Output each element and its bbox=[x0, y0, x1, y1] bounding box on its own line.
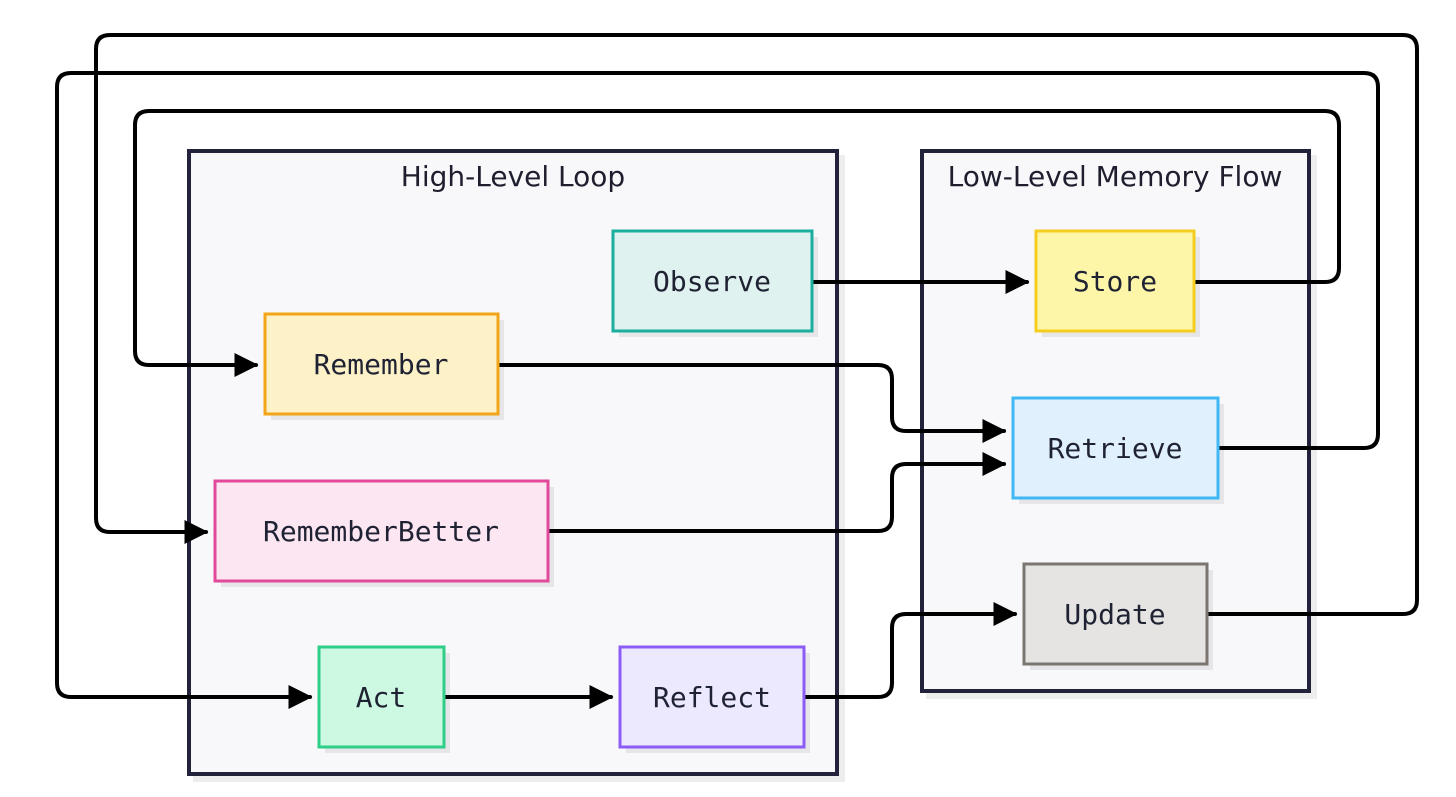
node-rememberbetter[interactable]: RememberBetter bbox=[213, 479, 550, 583]
node-store-box bbox=[1036, 231, 1194, 331]
node-store-border bbox=[1034, 229, 1196, 333]
node-observe-box bbox=[613, 231, 812, 331]
node-store[interactable]: Store bbox=[1034, 229, 1196, 333]
node-remember-border bbox=[263, 312, 500, 416]
node-rememberbetter-box bbox=[215, 481, 548, 581]
node-act-border bbox=[317, 645, 446, 749]
node-update-label: Update bbox=[1064, 598, 1165, 631]
node-observe-border bbox=[611, 229, 814, 333]
edge-store-remember bbox=[133, 109, 1341, 377]
node-observe[interactable]: Observe bbox=[611, 229, 814, 333]
node-update-border bbox=[1022, 562, 1209, 666]
group-title-low-level: Low-Level Memory Flow bbox=[948, 160, 1283, 193]
node-act-label: Act bbox=[356, 681, 407, 714]
node-observe-label: Observe bbox=[653, 265, 771, 298]
node-retrieve-box bbox=[1013, 398, 1218, 498]
node-retrieve[interactable]: Retrieve bbox=[1011, 396, 1220, 500]
edge-retrieve-act bbox=[55, 71, 1380, 709]
node-update[interactable]: Update bbox=[1022, 562, 1209, 666]
edge-update-rememberbetter bbox=[94, 33, 1419, 616]
node-reflect-box bbox=[620, 647, 804, 747]
edges bbox=[55, 33, 1419, 709]
edge-remember-retrieve bbox=[496, 363, 1007, 443]
node-reflect-border bbox=[618, 645, 806, 749]
node-act[interactable]: Act bbox=[317, 645, 446, 749]
group-title-high-level: High-Level Loop bbox=[401, 160, 625, 193]
node-rememberbetter-border bbox=[213, 479, 550, 583]
node-retrieve-label: Retrieve bbox=[1048, 432, 1183, 465]
node-retrieve-border bbox=[1011, 396, 1220, 500]
node-rememberbetter-label: RememberBetter bbox=[263, 515, 499, 548]
node-remember-box bbox=[265, 314, 498, 414]
node-remember[interactable]: Remember bbox=[263, 312, 500, 416]
node-remember-label: Remember bbox=[314, 348, 449, 381]
node-update-box bbox=[1024, 564, 1207, 664]
node-reflect[interactable]: Reflect bbox=[618, 645, 806, 749]
node-store-label: Store bbox=[1073, 265, 1157, 298]
edge-rememberbetter-retrieve bbox=[546, 452, 1007, 533]
edge-reflect-update bbox=[802, 602, 1018, 699]
node-reflect-label: Reflect bbox=[653, 681, 771, 714]
node-act-box bbox=[319, 647, 444, 747]
